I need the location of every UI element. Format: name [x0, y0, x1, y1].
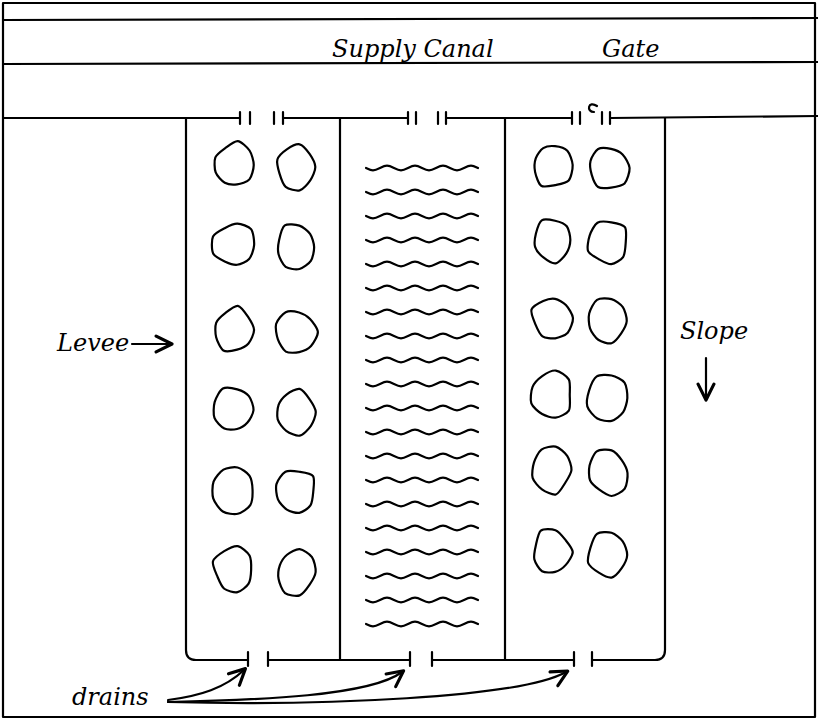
water-wave [366, 238, 478, 243]
water-wave [366, 622, 478, 627]
plant-hill [535, 146, 573, 186]
plant-hill [589, 298, 627, 343]
water-wave [366, 454, 478, 459]
water-wave [366, 598, 478, 603]
water-wave [366, 214, 478, 219]
plant-hill [214, 388, 254, 430]
drain-outlet [248, 652, 592, 666]
plant-hill [588, 222, 627, 265]
plant-hill [588, 532, 627, 578]
water-wave [366, 310, 478, 315]
plant-hill [587, 375, 627, 421]
drain-arrow [168, 672, 566, 703]
gate [240, 112, 610, 124]
water-wave [366, 286, 478, 291]
drain-arrow [168, 670, 244, 700]
gate-label: Gate [600, 36, 661, 62]
water-wave [366, 550, 478, 555]
gate-pointer [589, 104, 597, 112]
canal-bank [3, 62, 818, 64]
water-wave [366, 526, 478, 531]
slope-arrow [705, 358, 707, 398]
plant-hill [534, 529, 573, 572]
canal-bank [3, 18, 818, 20]
frame [3, 3, 815, 717]
water-wave [366, 574, 478, 579]
water-wave [366, 478, 478, 483]
plant-hill [276, 471, 314, 513]
plant-hill [278, 224, 314, 269]
plant-hill [532, 446, 571, 494]
plant-hill [277, 144, 315, 190]
water-wave [366, 430, 478, 435]
levee [186, 118, 665, 660]
slope-label: Slope [678, 318, 750, 344]
drains-label: drains [70, 684, 151, 710]
water-wave [366, 358, 478, 363]
plant-hill [531, 299, 573, 339]
levee-label: Levee [55, 330, 131, 356]
water-wave [366, 334, 478, 339]
levee-arrow [132, 343, 170, 345]
levee [339, 118, 341, 660]
canal-bank [3, 116, 818, 118]
water-wave [366, 262, 478, 267]
water-wave [366, 502, 478, 507]
plant-hill [215, 306, 254, 351]
water-wave [366, 406, 478, 411]
plant-hill [590, 148, 629, 188]
plant-hill [215, 141, 254, 184]
plant-hill [213, 546, 251, 592]
plant-hill [278, 549, 315, 596]
plant-hill [531, 371, 570, 418]
levee [504, 118, 506, 660]
canal-label: Supply Canal [330, 36, 496, 62]
plant-hill [535, 219, 571, 263]
plant-hill [277, 389, 316, 436]
water-wave [366, 166, 478, 171]
plant-hill [212, 467, 252, 514]
drain-arrow [168, 672, 402, 702]
water-wave [366, 190, 478, 195]
plant-hill [589, 450, 628, 496]
plant-hill [212, 224, 254, 265]
water-wave [366, 382, 478, 387]
plant-hill [276, 311, 318, 352]
